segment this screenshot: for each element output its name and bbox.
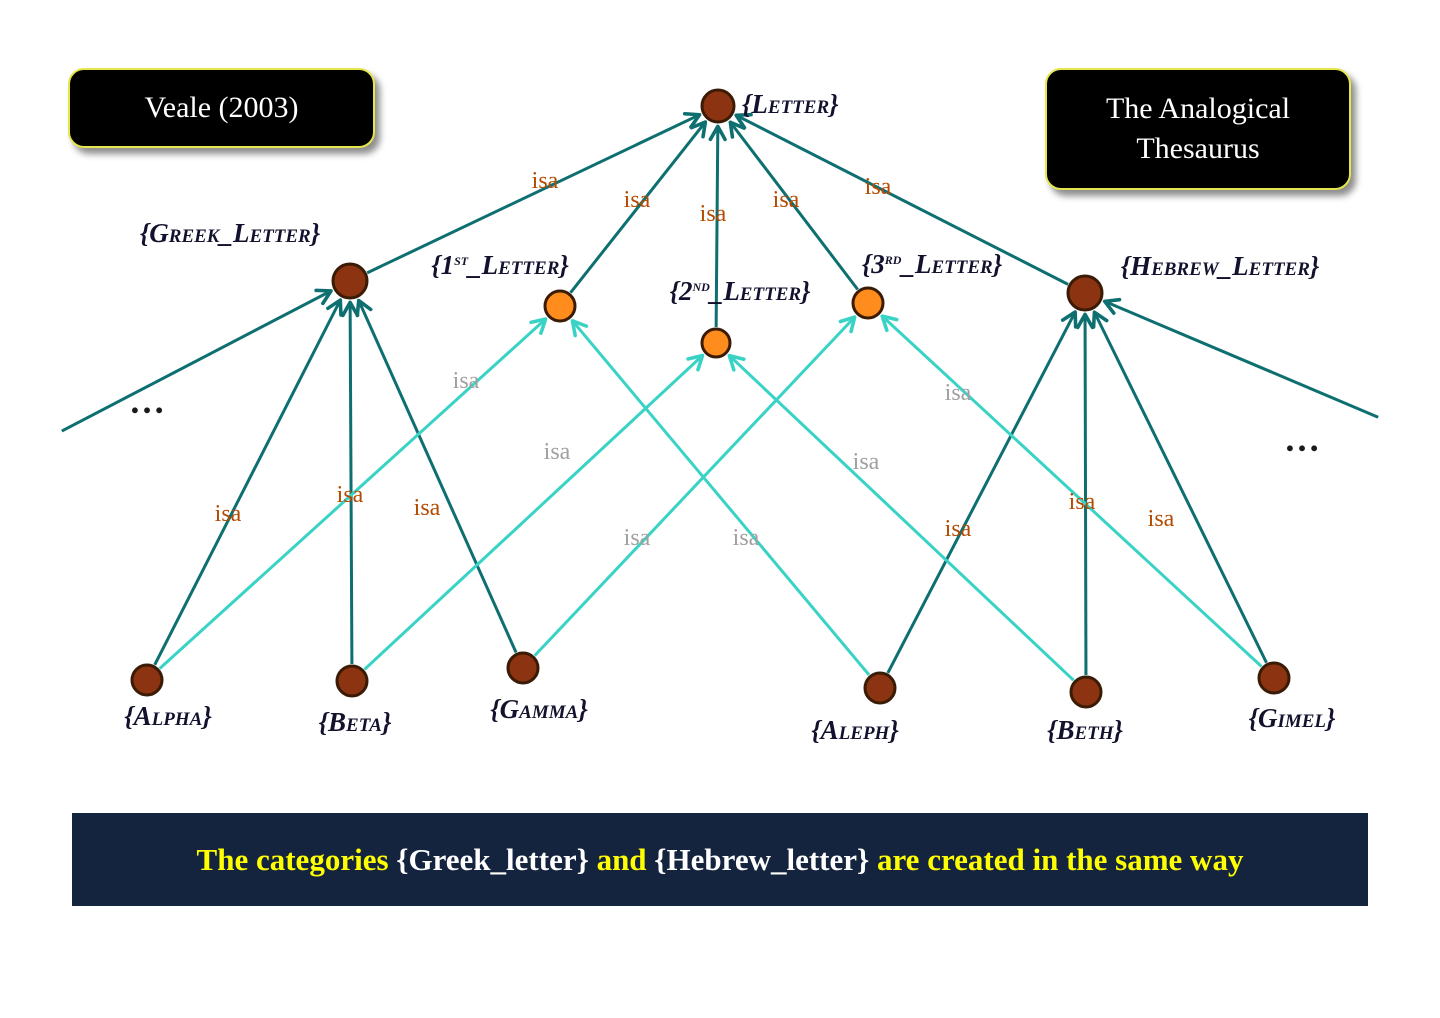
isa-edge-beth-hebrew	[1075, 312, 1095, 676]
node-label-aleph: {Aleph}	[811, 715, 899, 745]
isa-label: isa	[853, 449, 880, 475]
isa-edge-alpha-first	[158, 317, 548, 670]
node-label-first: {1st_Letter}	[431, 250, 569, 280]
continuation-ellipsis-right: …	[1284, 419, 1320, 459]
node-label-gimel: {Gimel}	[1249, 703, 1336, 733]
node-aleph	[863, 671, 897, 705]
caption-segment: The categories	[196, 841, 397, 877]
isa-edge-first-letter	[569, 120, 708, 294]
isa-label: isa	[945, 380, 972, 406]
title-callout: The Analogical Thesaurus	[1045, 68, 1351, 190]
isa-edge-beta-greek	[341, 300, 360, 665]
isa-edge-greek-letter	[366, 111, 702, 275]
node-letter	[700, 88, 736, 124]
isa-edge-gamma-third	[533, 315, 857, 657]
isa-label: isa	[700, 201, 727, 227]
isa-label: isa	[1148, 506, 1175, 532]
isa-label: isa	[624, 187, 651, 213]
caption-segment: {Hebrew_letter}	[654, 841, 870, 877]
isa-label: isa	[624, 525, 651, 551]
isa-label: isa	[532, 168, 559, 194]
edges-layer	[61, 111, 1379, 682]
caption-segment: are created in the same way	[869, 841, 1244, 877]
citation-callout: Veale (2003)	[68, 68, 375, 148]
isa-edge-aleph-hebrew	[886, 310, 1078, 674]
isa-label: isa	[733, 525, 760, 551]
node-label-alpha: {Alpha}	[124, 701, 212, 731]
node-label-letter: {Letter}	[742, 89, 839, 119]
isa-edge-aleph-first	[570, 319, 871, 676]
node-hebrew	[1066, 274, 1104, 312]
node-greek	[331, 262, 369, 300]
isa-label: isa	[865, 174, 892, 200]
isa-label: isa	[544, 439, 571, 465]
isa-edge-third-letter	[728, 120, 859, 291]
isa-edge-ext-hebrew	[1102, 297, 1379, 419]
isa-edge-beth-second	[727, 353, 1075, 682]
title-line1: The Analogical	[1105, 91, 1291, 125]
node-label-beth: {Beth}	[1047, 715, 1123, 745]
isa-edge-second-letter	[708, 124, 727, 328]
node-label-third: {3rd_Letter}	[862, 249, 1003, 279]
node-beth	[1069, 675, 1103, 709]
isa-edge-alpha-greek	[153, 298, 343, 666]
nodes-layer: {Letter} {Greek_Letter} {1st_Letter} {2nd_L…	[124, 88, 1336, 745]
node-third	[851, 286, 885, 320]
node-beta	[335, 664, 369, 698]
isa-label: isa	[215, 501, 242, 527]
isa-label: isa	[773, 187, 800, 213]
title-line2: Thesaurus	[1136, 132, 1260, 165]
edge-labels-layer: isa isa isa isa isa isa isa isa isa isa isa isa isa i…	[215, 168, 1175, 551]
node-label-hebrew: {Hebrew_Letter}	[1121, 251, 1320, 281]
isa-label: isa	[453, 368, 480, 394]
isa-label: isa	[945, 516, 972, 542]
isa-label: isa	[337, 482, 364, 508]
node-label-greek: {Greek_Letter}	[140, 218, 321, 248]
isa-edge-ext-greek	[61, 288, 333, 433]
caption-segment: and	[588, 841, 655, 877]
caption-banner: The categories {Greek_letter} and {Hebre…	[72, 813, 1368, 906]
citation-text: Veale (2003)	[144, 91, 299, 124]
isa-edge-gimel-third	[880, 314, 1263, 668]
node-label-gamma: {Gamma}	[490, 694, 588, 724]
caption-segment: {Greek_letter}	[396, 841, 589, 877]
node-gamma	[506, 651, 540, 685]
isa-label: isa	[414, 495, 441, 521]
node-first	[543, 289, 577, 323]
isa-edge-gimel-hebrew	[1091, 310, 1268, 664]
node-label-second: {2nd_Letter}	[670, 276, 811, 306]
isa-label: isa	[1069, 489, 1096, 515]
node-second	[700, 327, 732, 359]
continuation-ellipsis-left: …	[129, 381, 165, 421]
node-gimel	[1257, 661, 1291, 695]
node-alpha	[130, 663, 164, 697]
node-label-beta: {Beta}	[319, 707, 392, 737]
isa-edge-hebrew-letter	[734, 112, 1069, 286]
isa-edge-gamma-greek	[355, 298, 518, 654]
title-text: The Analogical Thesaurus	[1106, 89, 1290, 170]
